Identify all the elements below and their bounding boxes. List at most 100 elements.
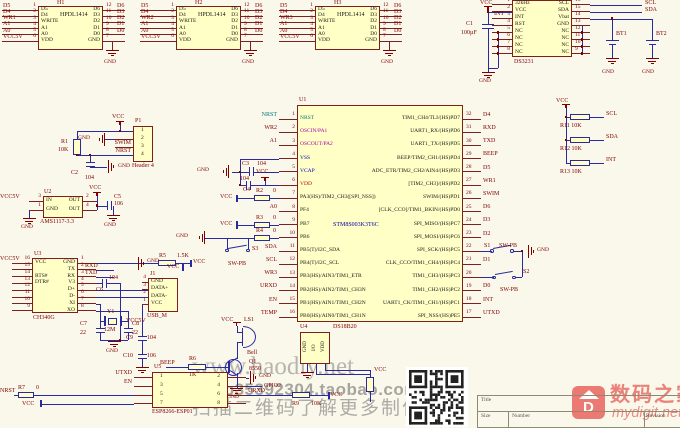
gnd-symbol [528, 244, 530, 258]
net-label-D1: D1 [483, 257, 491, 263]
gnd-symbol [255, 376, 257, 379]
wire [270, 237, 279, 239]
net-label-D4: D4 [483, 111, 491, 118]
pin-number: 5 [507, 24, 510, 31]
pin-name: UART1_CK/TIM1_CH1/(HS)PC1 [383, 299, 460, 306]
pin-stub [463, 250, 481, 252]
net-label-VCC5V: VCC5V [280, 33, 300, 40]
wire [251, 185, 279, 187]
wire [90, 166, 107, 168]
pin-number: 9 [106, 20, 109, 27]
net-label-VCC5V: VCC5V [0, 193, 20, 200]
pin-number: 7 [507, 38, 510, 45]
label-c10: C10 [123, 352, 134, 359]
pin-name: VCAP [300, 167, 315, 174]
junction-dot [564, 138, 568, 142]
label-vcc: VCC [256, 169, 269, 175]
wire [310, 395, 328, 397]
pin-stub [279, 250, 297, 252]
net-label-INT: INT [483, 296, 493, 303]
pin-stub [140, 28, 176, 30]
net-label-TEMP: TEMP [260, 309, 277, 316]
resistor-symbol [254, 195, 270, 202]
pin-stub [78, 303, 96, 305]
pin-number: 10 [24, 295, 31, 302]
label-urxd: URXD [248, 388, 266, 394]
wire [96, 290, 148, 292]
pin-name: A1 [179, 24, 186, 31]
pin-name: SPI_SCK/(HS)PC5 [416, 246, 460, 253]
pin-name: D2 [370, 18, 377, 25]
pin-stub [463, 171, 481, 173]
pin-name: PB5(T)/I2C_SDA [300, 246, 341, 253]
label-gnd: GND [104, 221, 116, 228]
net-label-D1: D1 [394, 21, 402, 28]
wire [100, 303, 102, 321]
pin-stub [115, 146, 133, 148]
pin-name: RX [67, 272, 75, 279]
wire [612, 18, 614, 40]
gnd-symbol [22, 218, 36, 220]
label-gnd: GND [176, 233, 188, 239]
pin-number: 9 [244, 20, 247, 27]
capacitor-symbol [85, 165, 95, 167]
ref-J1: J1 [150, 270, 156, 277]
pin-stub [12, 310, 32, 312]
net-label-D6: D6 [394, 2, 402, 9]
pin-stub [463, 303, 481, 305]
pin-number: 5 [81, 282, 84, 289]
label-c4: C4 [243, 187, 251, 193]
wire [40, 403, 134, 405]
label-txd: TXD [85, 270, 98, 277]
net-label-NRST: NRST [115, 147, 131, 154]
pin-stub [140, 21, 176, 23]
ref-U2: U2 [44, 188, 52, 195]
wire [142, 359, 144, 367]
vcc-port [565, 103, 567, 108]
wire [481, 251, 492, 253]
pin-number: 31 [466, 124, 472, 131]
switch-contact [490, 249, 494, 253]
gnd-symbol [110, 55, 114, 57]
wire [270, 224, 279, 226]
pin-name: [CLK_CCO]/TIM1_BKIN/(HS)PD0 [378, 207, 460, 214]
ic-U5 [152, 372, 228, 408]
gnd-symbol [108, 160, 110, 174]
pin-number: 8 [383, 26, 386, 33]
net-label-WR2: WR2 [264, 125, 277, 131]
pin-name: NC [515, 42, 523, 49]
label-ls1: LS1 [244, 316, 255, 323]
pin-name: VDD [41, 36, 53, 43]
pin-stub [492, 4, 512, 6]
pin-name: VDD [179, 36, 191, 43]
label-c5: C5 [114, 194, 122, 200]
wire [113, 205, 115, 215]
pin-number: 3 [143, 281, 146, 288]
label-r9: R9 [292, 400, 300, 407]
pin-stub [463, 263, 481, 265]
pin-name: 3 [141, 142, 144, 149]
pin-name: NC [561, 35, 569, 42]
pin-name: CLK_CCO/TIM1_CH4/(HS)PC4 [385, 260, 460, 267]
label-22: 22 [132, 329, 138, 336]
net-label-WR3: WR3 [280, 15, 293, 22]
gnd-symbol [250, 371, 252, 384]
label-vcc: VCC [374, 366, 387, 373]
wire [265, 181, 267, 185]
gnd-symbol [486, 77, 490, 79]
label-vcc5v: VCC5V [126, 318, 146, 324]
wire [34, 395, 134, 397]
pin-name: XO [67, 306, 75, 313]
junction-dot [496, 45, 500, 48]
gnd-symbol [109, 217, 117, 219]
wire [176, 263, 190, 265]
resistor-symbol [254, 221, 270, 228]
ic-U3 [32, 258, 78, 313]
gnd-symbol [113, 165, 115, 169]
label-8550: 8550 [249, 365, 261, 372]
pin-stub [463, 184, 481, 186]
pin-stub [241, 9, 263, 11]
resistor-symbol [292, 392, 310, 399]
pin-number: 2 [33, 8, 36, 15]
label-s3: S3 [252, 246, 259, 252]
